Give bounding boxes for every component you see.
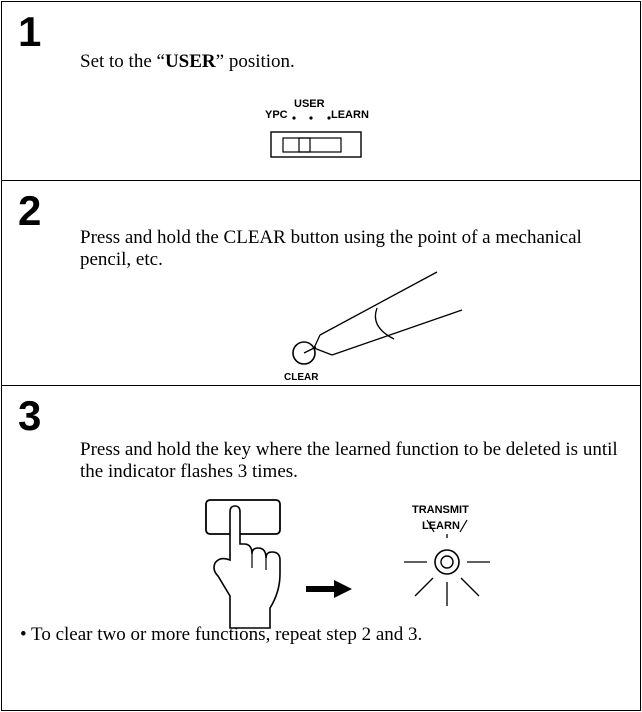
transmit-label: TRANSMIT — [412, 504, 469, 516]
step-number: 1 — [18, 8, 42, 55]
step-instruction: Press and hold the key where the learned… — [80, 439, 618, 482]
tip-note: • To clear two or more functions, repeat… — [20, 624, 423, 645]
pencil-clear-illustration: CLEAR — [284, 271, 463, 383]
remote-key-icon — [205, 499, 281, 535]
clear-label: CLEAR — [284, 372, 319, 383]
step-3: 3 Press and hold the key where the learn… — [2, 385, 640, 710]
step-2: 2 Press and hold the CLEAR button using … — [2, 180, 640, 385]
position-dot — [292, 116, 296, 120]
switch-label-user: USER — [294, 98, 325, 110]
learn-label: LEARN — [422, 520, 460, 532]
indicator-flashing-illustration: TRANSMIT LEARN — [404, 504, 490, 606]
switch-label-ypc: YPC — [265, 109, 288, 121]
position-dot — [327, 116, 331, 120]
switch-housing — [270, 131, 362, 158]
switch-knob — [298, 137, 311, 153]
hand-pressing-key-illustration — [205, 499, 281, 629]
step-number: 3 — [18, 392, 42, 439]
step-instruction: Press and hold the CLEAR button using th… — [80, 227, 582, 270]
switch-label-learn: LEARN — [331, 109, 369, 121]
hand-icon — [213, 505, 281, 629]
arrow-right-icon — [306, 580, 352, 598]
step-instruction: Set to the “USER” position. — [80, 51, 295, 72]
step-number: 2 — [18, 187, 42, 234]
mode-switch-illustration: YPC USER LEARN — [265, 98, 369, 158]
step-1: 1 Set to the “USER” position. YPC USER L… — [2, 2, 640, 180]
switch-inner — [282, 137, 342, 153]
position-dot — [309, 116, 313, 120]
